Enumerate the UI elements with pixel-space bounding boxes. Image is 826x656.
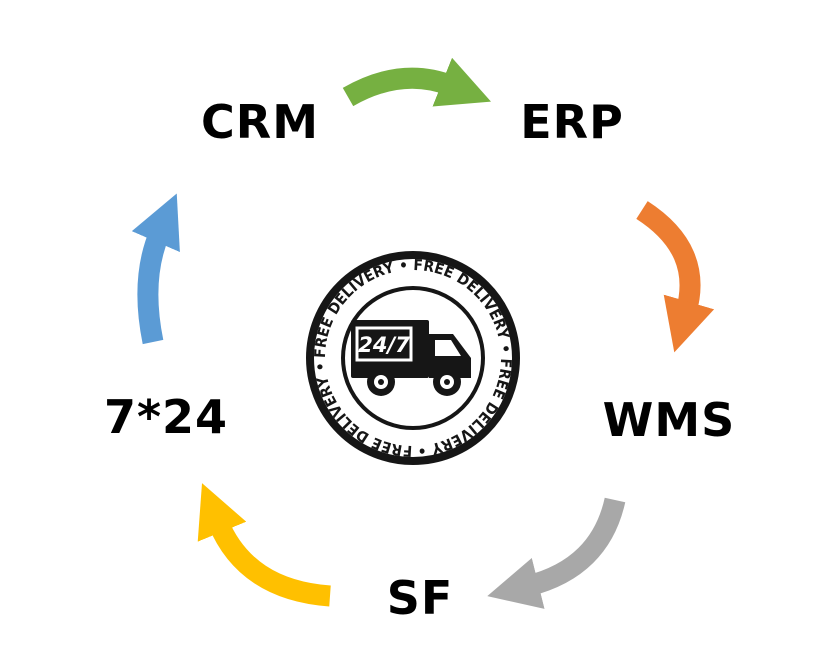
- node-label-wms: WMS: [602, 393, 736, 447]
- truck-front-wheel: [433, 368, 461, 396]
- arrow-724-to-crm-icon: [131, 193, 180, 345]
- node-label-crm: CRM: [201, 95, 319, 149]
- truck-247-label: 24/7: [358, 333, 410, 357]
- truck-windshield: [435, 340, 461, 356]
- truck-rear-wheel: [367, 368, 395, 396]
- arrow-wms-to-sf-icon: [487, 497, 626, 609]
- free-delivery-badge: FREE DELIVERY • FREE DELIVERY • FREE DEL…: [306, 251, 520, 465]
- truck-247-panel: [355, 326, 413, 362]
- arrow-crm-to-erp-icon: [342, 57, 492, 107]
- node-label-724: 7*24: [103, 390, 229, 444]
- arrow-sf-to-724-icon: [197, 483, 331, 607]
- arrow-erp-to-wms-icon: [636, 201, 715, 353]
- node-label-erp: ERP: [520, 95, 624, 149]
- delivery-truck-icon: 24/7: [351, 320, 471, 396]
- node-label-sf: SF: [386, 571, 454, 625]
